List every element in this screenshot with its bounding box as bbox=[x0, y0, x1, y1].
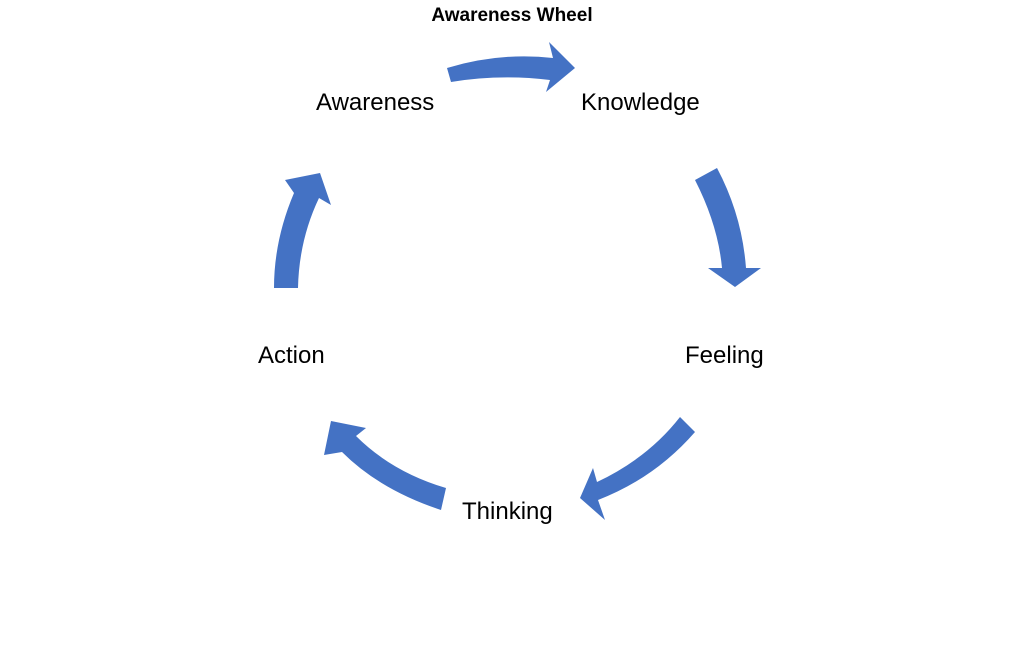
diagram-title: Awareness Wheel bbox=[431, 5, 593, 26]
cycle-arrow-thinking-to-action bbox=[324, 421, 446, 510]
cycle-arrow-feeling-to-thinking bbox=[580, 417, 695, 520]
stage-label-action: Action bbox=[258, 342, 325, 369]
stage-label-thinking: Thinking bbox=[462, 498, 553, 525]
cycle-arrow-action-to-awareness bbox=[274, 173, 331, 288]
cycle-arrow-knowledge-to-feeling bbox=[695, 168, 761, 287]
stage-label-knowledge: Knowledge bbox=[581, 89, 700, 116]
stage-label-awareness: Awareness bbox=[316, 89, 435, 116]
stage-label-feeling: Feeling bbox=[685, 342, 764, 369]
cycle-arrow-awareness-to-knowledge bbox=[447, 42, 575, 92]
